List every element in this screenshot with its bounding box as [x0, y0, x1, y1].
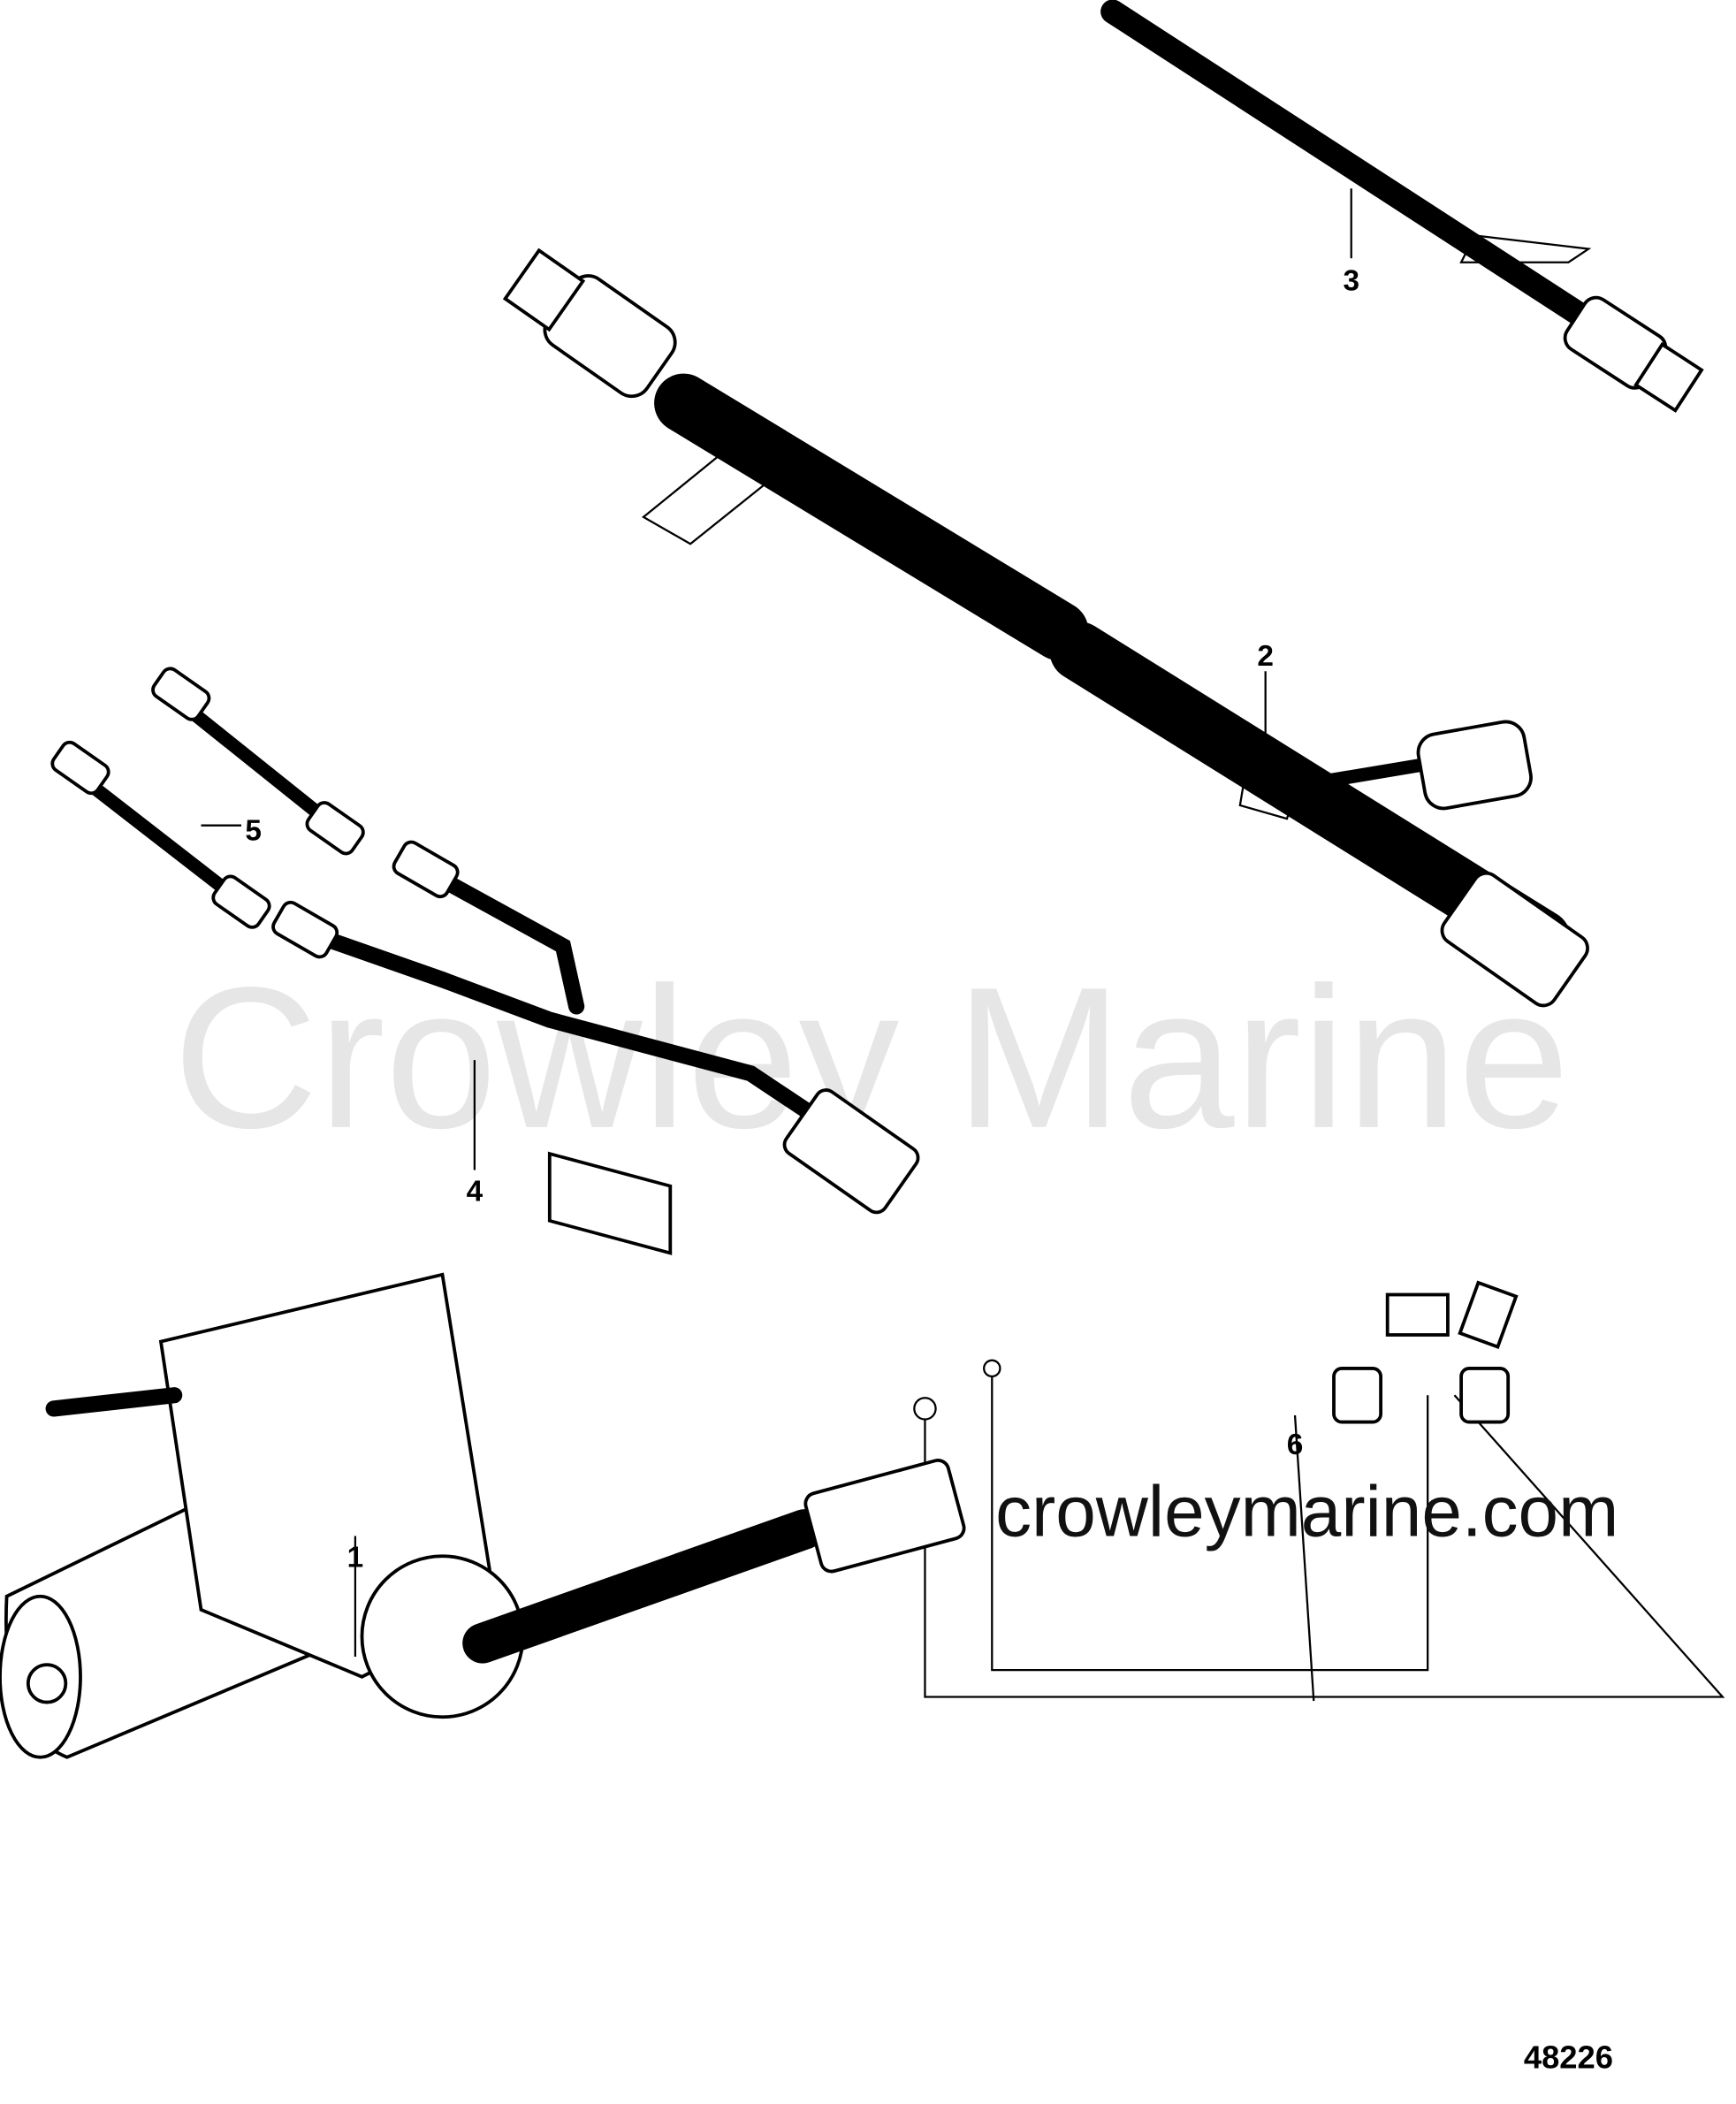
- figure-number: 48226: [1524, 2039, 1613, 2076]
- callout-2: 2: [1257, 640, 1274, 673]
- part-1-motor: [0, 1272, 966, 1759]
- callout-4: 4: [467, 1175, 483, 1208]
- part-3-harness: [1100, 0, 1704, 413]
- callout-5: 5: [245, 814, 262, 847]
- part-4-y-harness: [271, 840, 920, 1255]
- callout-3: 3: [1343, 265, 1359, 298]
- website-text: crowleymarine.com: [995, 1471, 1618, 1551]
- callout-1: 1: [347, 1541, 364, 1574]
- part-2-harness: [502, 248, 1589, 1008]
- callout-6: 6: [1287, 1429, 1304, 1461]
- part-5-jumpers: [50, 667, 365, 929]
- part-6-wiring: [913, 1280, 1725, 1702]
